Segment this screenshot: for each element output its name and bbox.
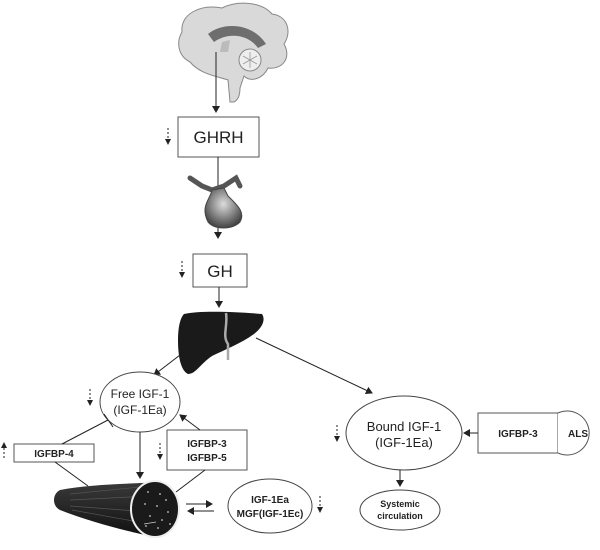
- igfbp4-increase-indicator: [1, 442, 7, 460]
- ghrh-label: GHRH: [193, 128, 243, 147]
- brain-icon: [178, 2, 289, 103]
- igfbp35-line1: IGFBP-3: [187, 439, 227, 450]
- liver-icon: [178, 311, 264, 374]
- igfbp4-inhibit-line: [61, 419, 109, 445]
- igfbp4-box: IGFBP-4: [13, 443, 95, 463]
- systemic-line1: Systemic: [380, 499, 420, 509]
- free-igf1-line1: Free IGF-1: [111, 387, 170, 401]
- systemic-line2: circulation: [377, 511, 423, 521]
- local-igf-decrease-indicator: [317, 496, 323, 513]
- local-igf-line2: MGF(IGF-1Ec): [237, 509, 304, 520]
- local-igf-node: IGF-1Ea MGF(IGF-1Ec): [227, 478, 313, 534]
- igfbp35-to-free-igf1-arrow: [179, 414, 201, 431]
- liver-to-free-igf1-arrow: [153, 354, 181, 376]
- bound-igf1-line1: Bound IGF-1: [367, 419, 441, 434]
- pituitary-icon: [187, 174, 243, 229]
- igfbp4-inhibit-bar: [103, 413, 114, 428]
- muscle-to-igfbp4-line: [54, 461, 89, 487]
- bound-igf1-line2: (IGF-1Ea): [375, 435, 433, 450]
- free-igf1-decrease-indicator: [87, 389, 93, 406]
- gh-label: GH: [207, 262, 233, 281]
- ghrh-box: GHRH: [177, 116, 260, 158]
- free-igf1-line2: (IGF-1Ea): [113, 403, 166, 417]
- muscle-fiber-icon: [54, 480, 180, 538]
- als-label: ALS: [568, 429, 588, 440]
- igfbp3-box: IGFBP-3: [477, 412, 559, 454]
- systemic-circulation-node: Systemic circulation: [359, 489, 441, 531]
- igfbp35-line2: IGFBP-5: [187, 453, 227, 464]
- muscle-to-igfbp35-line: [175, 469, 206, 493]
- local-igf-line1: IGF-1Ea: [251, 495, 289, 506]
- als-node: ALS: [557, 410, 590, 456]
- igfbp35-box: IGFBP-3 IGFBP-5: [166, 429, 248, 471]
- free-igf1-node: Free IGF-1 (IGF-1Ea): [99, 371, 181, 433]
- igfbp35-decrease-indicator: [157, 443, 163, 460]
- liver-to-bound-igf1-arrow: [255, 337, 373, 395]
- gh-decrease-indicator: [179, 261, 185, 278]
- bound-igf1-node: Bound IGF-1 (IGF-1Ea): [345, 395, 463, 471]
- gh-box: GH: [192, 253, 248, 288]
- igfbp4-label: IGFBP-4: [34, 449, 74, 460]
- ghrh-decrease-indicator: [165, 128, 171, 145]
- bound-igf1-decrease-indicator: [334, 425, 340, 442]
- igfbp3-label: IGFBP-3: [498, 429, 538, 440]
